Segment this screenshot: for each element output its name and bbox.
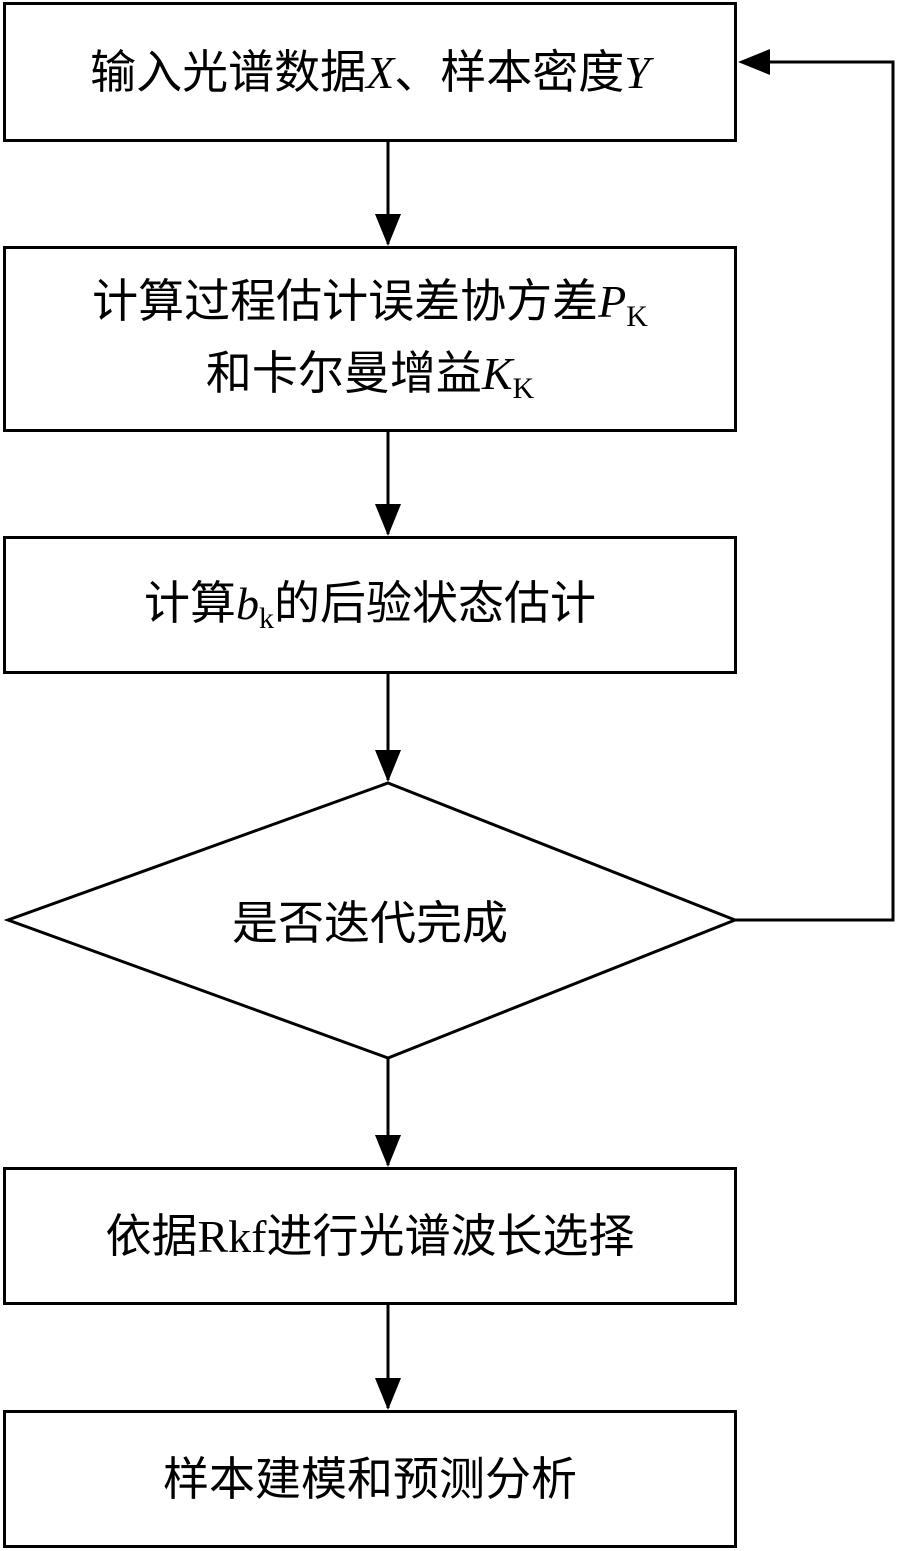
step2-line2-text: 和卡尔曼增益 — [205, 346, 482, 400]
step4-text-a: 依据 — [105, 1208, 198, 1263]
loop-arrowhead — [738, 49, 770, 75]
step3-sub: k — [259, 602, 274, 635]
step-modeling-prediction: 样本建模和预测分析 — [3, 1410, 737, 1548]
step3-text-b: 的后验状态估计 — [274, 576, 596, 630]
step-posterior-estimate: 计算bk的后验状态估计 — [3, 536, 737, 674]
arrowhead-step2 — [375, 214, 401, 246]
step-input-data: 输入光谱数据X、样本密度Y — [3, 2, 737, 142]
step1-text-a: 输入光谱数据 — [90, 44, 367, 99]
step3-var: b — [236, 578, 259, 629]
step2-line2-sub: K — [512, 372, 535, 405]
arrowhead-step3 — [375, 504, 401, 536]
step5-text: 样本建模和预测分析 — [163, 1451, 577, 1506]
step1-var-x: X — [366, 46, 395, 98]
step4-abbr: Rkf — [197, 1210, 267, 1262]
step1-text-b: 、样本密度 — [394, 44, 625, 99]
step-compute-covariance-gain: 计算过程估计误差协方差PK 和卡尔曼增益KK — [3, 246, 737, 432]
step2-line1-sub: K — [626, 300, 648, 333]
step2-line1-text: 计算过程估计误差协方差 — [92, 274, 599, 328]
step4-text-b: 进行光谱波长选择 — [266, 1208, 635, 1263]
arrowhead-decision — [375, 750, 401, 782]
arrowhead-step5 — [375, 1378, 401, 1410]
step-wavelength-selection: 依据Rkf进行光谱波长选择 — [3, 1167, 737, 1305]
loop-back-arrow — [735, 60, 895, 922]
step3-text-a: 计算 — [144, 576, 236, 630]
decision-label: 是否迭代完成 — [232, 896, 508, 950]
step1-var-y: Y — [624, 46, 650, 98]
arrowhead-step4 — [375, 1135, 401, 1167]
step2-line2-var: K — [481, 348, 513, 399]
step2-line1-var: P — [598, 276, 627, 327]
